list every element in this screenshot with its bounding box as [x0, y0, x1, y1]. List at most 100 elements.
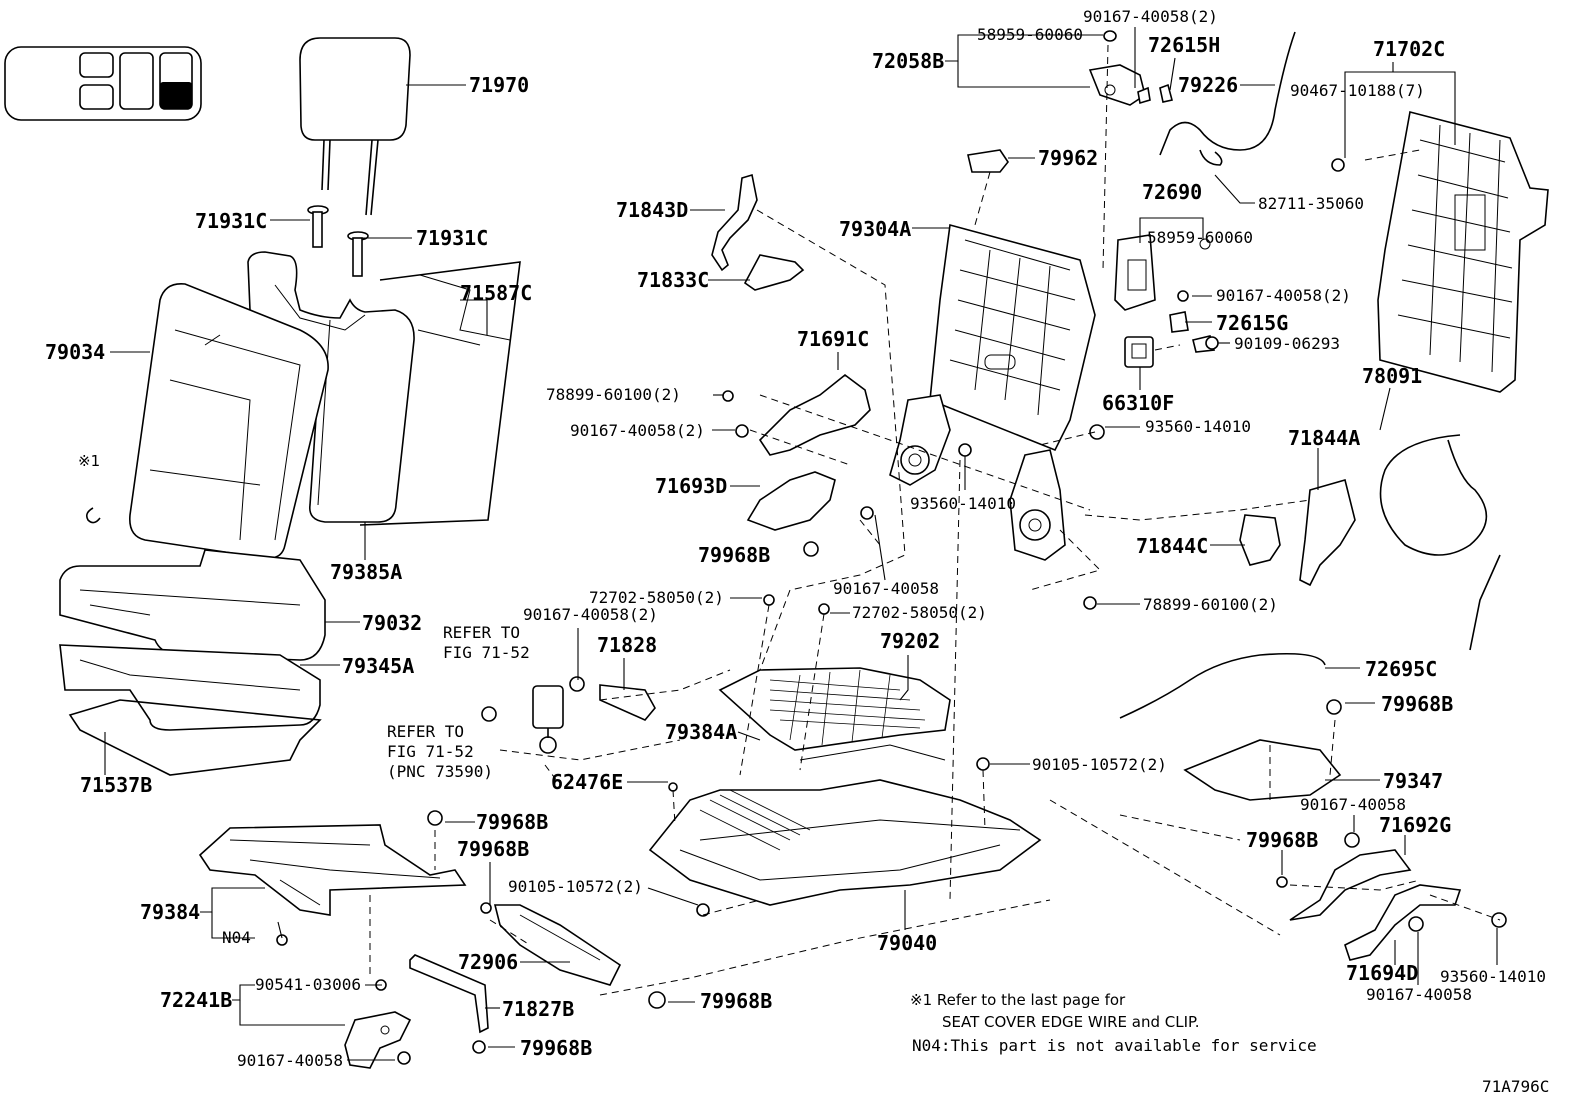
label-79345A: 79345A [342, 654, 414, 678]
label-72615H: 72615H [1148, 33, 1220, 57]
leg-cover-part [1289, 849, 1412, 921]
hinge-bracket-part [758, 373, 871, 456]
seatback-pad-part [247, 251, 415, 523]
label-72690: 72690 [1142, 180, 1202, 204]
switch-part [1124, 335, 1216, 368]
label-72615G: 72615G [1216, 311, 1288, 335]
cover-part [1299, 479, 1356, 587]
notes: ※1 Refer to the last page for SEAT COVER… [910, 991, 1549, 1096]
label-71843D: 71843D [616, 198, 688, 222]
label-N04: N04 [222, 928, 251, 947]
buckle-part [532, 685, 564, 754]
label-90167-40058-2: 90167-40058(2) [570, 421, 705, 440]
seat-cushion-cover-part [59, 549, 326, 661]
rail-part [599, 684, 656, 721]
label-90467-10188: 90467-10188(7) [1290, 81, 1425, 100]
label-90167-40058: 90167-40058 [1366, 985, 1472, 1004]
refer-text: (PNC 73590) [387, 762, 493, 781]
under-cover-part [1183, 739, 1342, 801]
label-79968B: 79968B [700, 989, 772, 1013]
label-79347: 79347 [1383, 769, 1443, 793]
label-72906: 72906 [458, 950, 518, 974]
trim-strip-part [409, 954, 489, 1034]
label-90167-40058-2: 90167-40058(2) [523, 605, 658, 624]
label-71693D: 71693D [655, 474, 727, 498]
label-71844A: 71844A [1288, 426, 1360, 450]
label-90167-40058-2: 90167-40058(2) [1083, 7, 1218, 26]
label-79384: 79384 [140, 900, 200, 924]
leg-cover-d-part [1344, 884, 1462, 961]
label-71692G: 71692G [1379, 813, 1451, 837]
label-93560-14010: 93560-14010 [1440, 967, 1546, 986]
cable-c-part [1119, 652, 1326, 719]
label-58959-60060: 58959-60060 [1147, 228, 1253, 247]
headrest-part [299, 37, 411, 216]
leader-lines [104, 27, 1498, 1061]
label-90109-06293: 90109-06293 [1234, 334, 1340, 353]
label-90167-40058: 90167-40058 [237, 1051, 343, 1070]
hinge-cover-d-part [746, 471, 836, 531]
pad-part [967, 149, 1009, 173]
label-79968B: 79968B [1381, 692, 1453, 716]
cover-part-c [1239, 514, 1281, 566]
label-79384A: 79384A [665, 720, 737, 744]
seat-cushion-sheet-part [68, 699, 322, 776]
label-90167-40058-2: 90167-40058(2) [1216, 286, 1351, 305]
label-79968B: 79968B [1246, 828, 1318, 852]
label-71970: 71970 [469, 73, 529, 97]
refer-text: REFER TO [443, 623, 520, 642]
label-82711-35060: 82711-35060 [1258, 194, 1364, 213]
label-66310F: 66310F [1102, 391, 1174, 415]
label-72695C: 72695C [1365, 657, 1437, 681]
cable-clip-part [1199, 149, 1223, 166]
label-79032: 79032 [362, 611, 422, 635]
seatback-frame-part [889, 223, 1096, 561]
label-78091: 78091 [1362, 364, 1422, 388]
asterisk-note-mark: ※1 [78, 452, 100, 470]
headrest-guide-part [307, 205, 369, 277]
seat-cushion-pad-part [59, 644, 321, 731]
handle-part [1114, 234, 1211, 333]
label-72702-58050: 72702-58050(2) [852, 603, 987, 622]
label-72241B: 72241B [160, 988, 232, 1012]
label-72058B: 72058B [872, 49, 944, 73]
label-90105-10572: 90105-10572(2) [508, 877, 643, 896]
seatback-sheet-part [359, 261, 521, 526]
refer-text: FIG 71-52 [387, 742, 474, 761]
label-71844C: 71844C [1136, 534, 1208, 558]
label-79202: 79202 [880, 629, 940, 653]
label-58959-60060: 58959-60060 [977, 25, 1083, 44]
lower-cover-part [198, 824, 467, 916]
assembly-guide-lines [369, 44, 1501, 996]
label-62476E: 62476E [551, 770, 623, 794]
label-93560-14010: 93560-14010 [1145, 417, 1251, 436]
label-79226: 79226 [1178, 73, 1238, 97]
note-line: SEAT COVER EDGE WIRE and CLIP. [942, 1013, 1200, 1031]
note-line: ※1 Refer to the last page for [910, 991, 1126, 1009]
latch-part [1088, 30, 1173, 106]
label-79962: 79962 [1038, 146, 1098, 170]
refer-text: FIG 71-52 [443, 643, 530, 662]
cable-part [1159, 31, 1296, 156]
label-72702-58050: 72702-58050(2) [589, 588, 724, 607]
label-79968B: 79968B [698, 543, 770, 567]
label-71702C: 71702C [1373, 37, 1445, 61]
label-71694D: 71694D [1346, 961, 1418, 985]
label-90167-40058: 90167-40058 [833, 579, 939, 598]
diagram-id: 71A796C [1482, 1077, 1549, 1096]
release-cable-tail-part [1469, 554, 1501, 651]
label-71587C: 71587C [460, 281, 532, 305]
label-90105-10572: 90105-10572(2) [1032, 755, 1167, 774]
refer-text: REFER TO [387, 722, 464, 741]
label-79385A: 79385A [330, 560, 402, 584]
label-71931C: 71931C [195, 209, 267, 233]
label-90541-03006: 90541-03006 [255, 975, 361, 994]
seatback-cover-part [128, 283, 329, 560]
back-board-part [1331, 111, 1549, 393]
side-cover-part [493, 904, 622, 986]
fastener-group [276, 336, 1507, 1065]
seat-base-frame-part [648, 744, 1042, 906]
label-79034: 79034 [45, 340, 105, 364]
note-n04: N04:This part is not available for servi… [912, 1036, 1317, 1055]
label-71833C: 71833C [637, 268, 709, 292]
